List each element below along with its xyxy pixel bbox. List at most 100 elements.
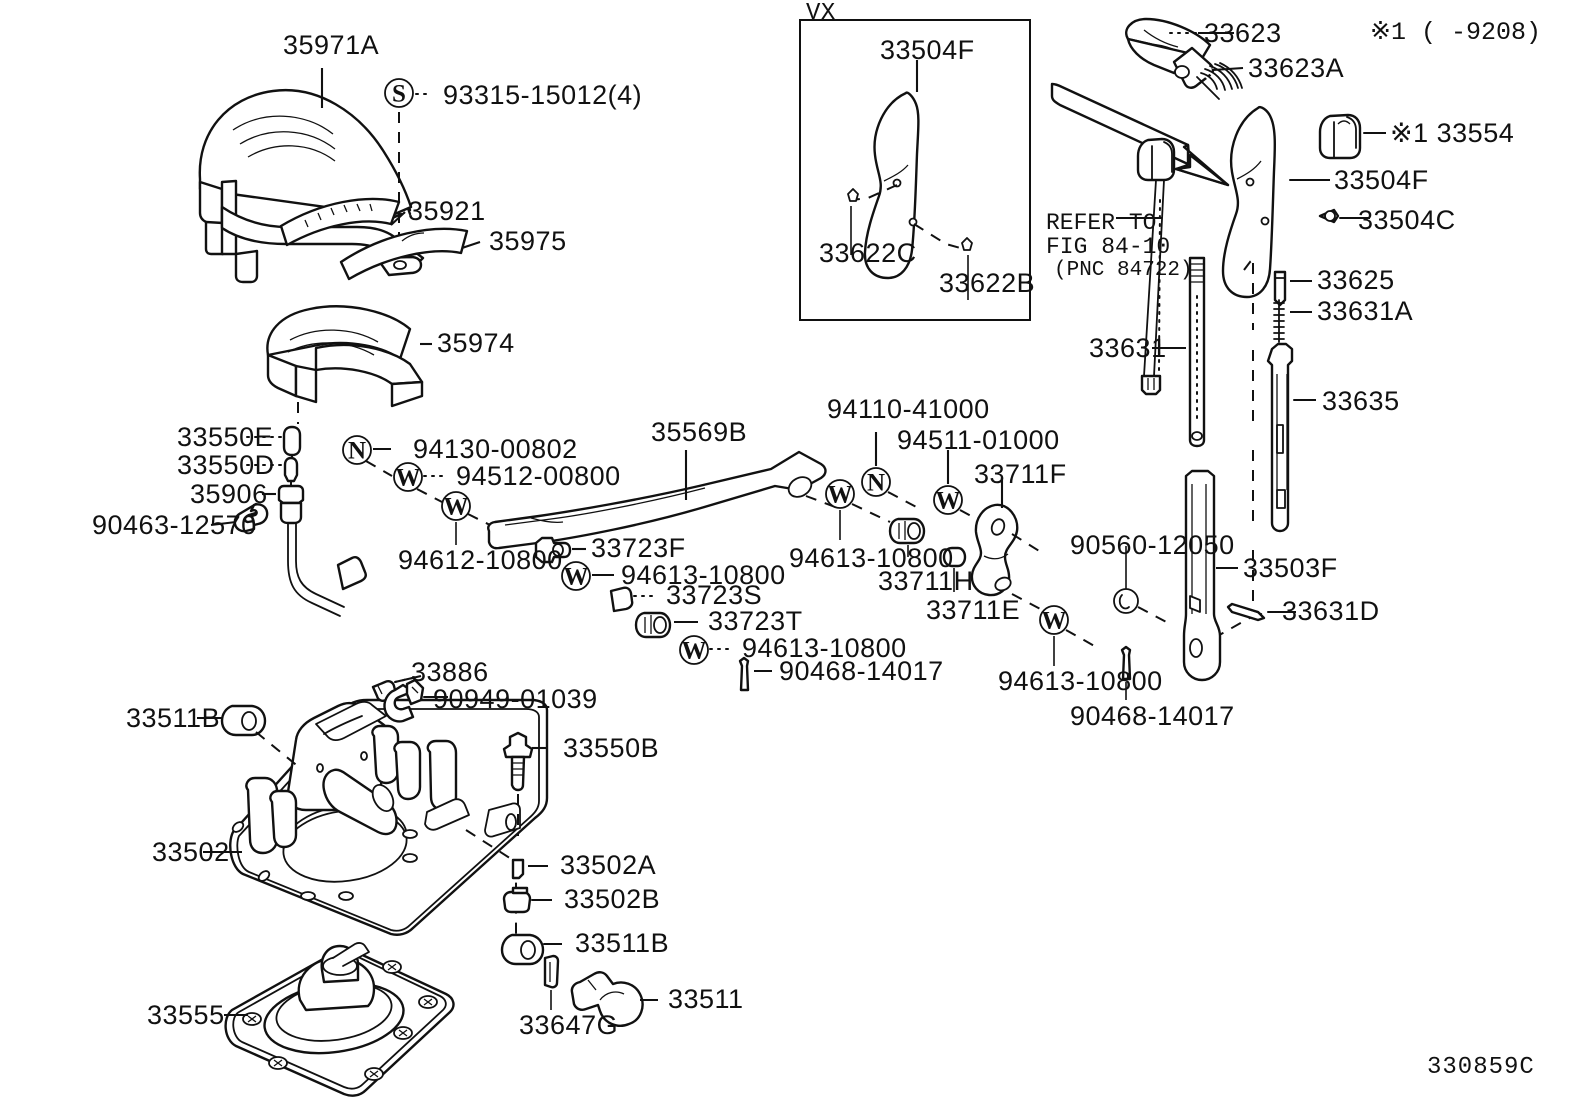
part-tower-finger-1 [372, 726, 398, 783]
part-33550B-bolt [504, 733, 532, 757]
part-35975-strip [341, 229, 467, 279]
part-33550D [285, 458, 297, 481]
label-inset-33504F: 33504F [880, 35, 975, 65]
label-33711H: 33711H [878, 566, 974, 596]
part-33647G-key [545, 956, 558, 987]
part-33723S [611, 588, 632, 611]
refer-note-line-2: FIG 84-10 [1046, 234, 1171, 260]
label-35974: 35974 [437, 328, 515, 358]
label-33503F: 33503F [1243, 553, 1338, 583]
svg-text:W: W [1042, 608, 1067, 635]
label-33625: 33625 [1317, 265, 1395, 295]
inset-knob-33504F [865, 93, 918, 278]
svg-text:W: W [564, 564, 589, 591]
label-90468-14017-a: 90468-14017 [779, 656, 944, 686]
refer-note-line-1: REFER TO [1046, 210, 1157, 236]
label-90468-14017-b: 90468-14017 [1070, 701, 1235, 731]
marker-washer-W-4 [680, 636, 708, 664]
part-90468-14017-a [740, 658, 748, 690]
part-33711F-bracket [972, 505, 1017, 595]
label-94511-01000: 94511-01000 [897, 425, 1060, 455]
label-90463-12570: 90463-12570 [92, 510, 257, 540]
label-inset-33622C: 33622C [819, 238, 917, 268]
svg-text:W: W [828, 482, 853, 509]
part-35906-switch [279, 486, 303, 503]
label-35906: 35906 [190, 479, 268, 509]
label-35975: 35975 [489, 226, 567, 256]
part-90468-14017-b [1122, 647, 1130, 679]
label-33502B: 33502B [564, 884, 661, 914]
part-33504F-knob [1223, 107, 1275, 297]
marker-washer-W-7 [1040, 606, 1068, 634]
label-33623A: 33623A [1248, 53, 1345, 83]
part-tower-finger-2 [394, 742, 420, 799]
label-33554: ※1 33554 [1390, 118, 1515, 148]
label-33511: 33511 [668, 984, 744, 1014]
label-35971A: 35971A [283, 30, 380, 60]
marker-nut-N-1 [343, 436, 371, 464]
svg-text:W: W [444, 494, 469, 521]
label-94130-00802: 94130-00802 [413, 434, 578, 464]
part-33502B [504, 892, 530, 912]
label-33511B-top: 33511B [126, 703, 221, 733]
label-33635: 33635 [1322, 386, 1400, 416]
label-33550E: 33550E [177, 422, 274, 452]
svg-text:N: N [867, 470, 885, 497]
label-33502: 33502 [152, 837, 230, 867]
label-94613-10800-c: 94613-10800 [789, 543, 954, 573]
label-33504F-right: 33504F [1334, 165, 1429, 195]
part-90560-12050-clip [1114, 589, 1138, 613]
label-94613-10800-a: 94613-10800 [621, 560, 786, 590]
marker-washer-W-3 [562, 562, 590, 590]
part-33625 [1275, 272, 1285, 305]
svg-text:S: S [392, 81, 406, 108]
part-35921-strip [281, 199, 399, 245]
diagram-id-code: 330859C [1427, 1054, 1535, 1081]
label-93315-15012: 93315-15012(4) [443, 80, 643, 110]
label-94613-10800-d: 94613-10800 [998, 666, 1163, 696]
part-shift-shaft [323, 770, 396, 834]
label-33550D: 33550D [177, 450, 275, 480]
label-94613-10800-b: 94613-10800 [742, 633, 907, 663]
marker-washer-W-5 [934, 486, 962, 514]
part-33550E [284, 427, 300, 455]
label-33623: 33623 [1204, 18, 1282, 48]
label-33511B-bottom: 33511B [575, 928, 670, 958]
label-33555: 33555 [147, 1000, 225, 1030]
inset-title-vx: VX [806, 0, 836, 27]
svg-text:W: W [396, 465, 421, 492]
label-33502A: 33502A [560, 850, 657, 880]
label-33711E: 33711E [926, 595, 1021, 625]
part-33502A [513, 860, 523, 878]
part-cable-connector [1142, 376, 1160, 394]
label-94612-10800: 94612-10800 [398, 545, 563, 575]
part-33631D [1228, 604, 1264, 620]
label-35569B: 35569B [651, 417, 748, 447]
svg-text:W: W [682, 638, 707, 665]
label-33647G: 33647G [519, 1010, 619, 1040]
svg-text:N: N [348, 438, 366, 465]
label-94110-41000: 94110-41000 [827, 394, 990, 424]
label-33723T: 33723T [708, 606, 803, 636]
label-94512-00800: 94512-00800 [456, 461, 621, 491]
marker-nut-N-2 [862, 468, 890, 496]
marker-washer-W-6 [826, 480, 854, 508]
marker-washer-W-1 [394, 463, 422, 491]
marker-screw-S [385, 79, 413, 107]
label-90560-12050: 90560-12050 [1070, 530, 1235, 560]
refer-note-line-3: (PNC 84722) [1054, 259, 1193, 282]
svg-text:W: W [936, 488, 961, 515]
marker-washer-W-2 [442, 492, 470, 520]
inset-box-vx [800, 20, 1030, 320]
label-33723S: 33723S [666, 580, 763, 610]
part-33711E [944, 548, 965, 566]
label-33723F: 33723F [591, 533, 686, 563]
part-33503F-arm [1184, 471, 1220, 680]
part-35906-connector [338, 557, 366, 589]
label-inset-33622B: 33622B [939, 268, 1036, 298]
label-33550B: 33550B [563, 733, 660, 763]
label-33631D: 33631D [1282, 596, 1380, 626]
part-33511-plug [572, 972, 643, 1026]
